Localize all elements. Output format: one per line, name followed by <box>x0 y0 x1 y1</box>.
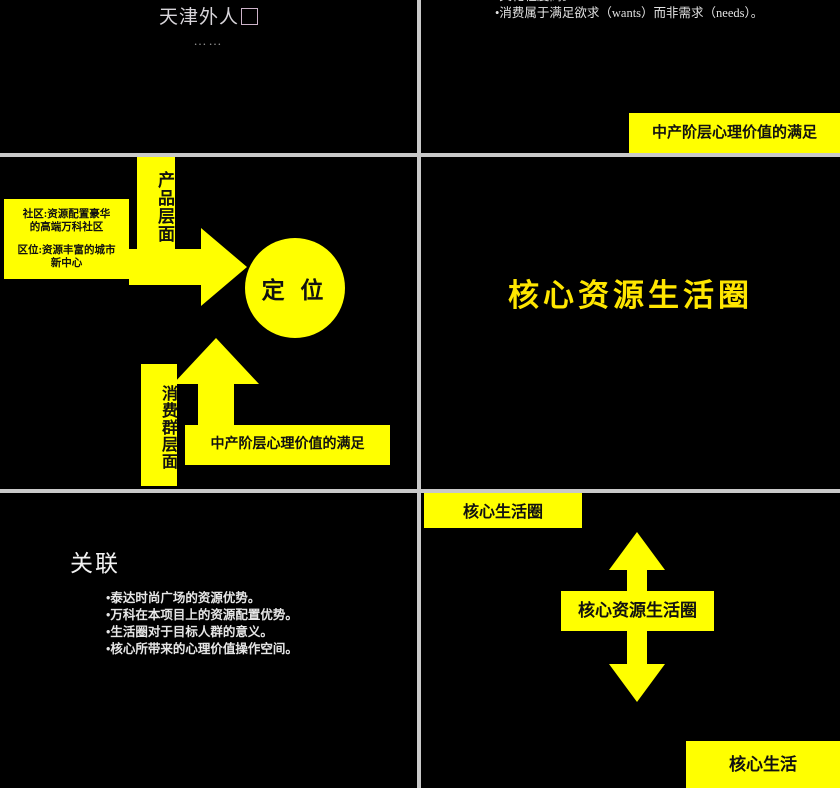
info-box-line-2: 的高端万科社区 <box>29 222 104 234</box>
bullet-list: •文化程度高。 •消费属于满足欲求（wants）而非需求（needs）。 <box>495 0 763 22</box>
right-arrow-icon <box>129 228 247 306</box>
slide-panel-bottom-right[interactable]: 核心生活圈 核心资源生活圈 核心生活 <box>421 493 840 788</box>
slide-panel-bottom-left[interactable]: 关联 •泰达时尚广场的资源优势。 •万科在本项目上的资源配置优势。 •生活圈对于… <box>0 493 417 788</box>
callout-box: 中产阶层心理价值的满足 <box>629 113 840 153</box>
core-life-box: 核心生活 <box>686 741 840 788</box>
consumer-layer-label: 消费群层面 <box>141 364 177 486</box>
info-box-line-4: 新中心 <box>50 257 83 269</box>
info-box-line-3: 区位:资源丰富的城市 <box>17 244 116 256</box>
middle-class-value-box: 中产阶层心理价值的满足 <box>185 425 390 465</box>
list-item: •消费属于满足欲求（wants）而非需求（needs）。 <box>495 6 764 20</box>
list-item: •泰达时尚广场的资源优势。 <box>106 591 261 605</box>
list-item: •万科在本项目上的资源配置优势。 <box>106 608 298 622</box>
core-resource-lifecircle-heading: 核心资源生活圈 <box>508 278 753 313</box>
slide-panel-middle-left[interactable]: 社区:资源配置豪华 的高端万科社区 区位:资源丰富的城市 新中心 产品层面 定 … <box>0 157 417 489</box>
slide-panel-top-right[interactable]: •文化程度高。 •消费属于满足欲求（wants）而非需求（needs）。 中产阶… <box>421 0 840 153</box>
core-life-box-label: 核心生活 <box>729 754 797 774</box>
missing-glyph-box-icon <box>241 8 258 25</box>
list-item: •生活圈对于目标人群的意义。 <box>106 625 273 639</box>
list-item: •文化程度高。 <box>495 0 763 5</box>
core-lifecircle-box: 核心生活圈 <box>424 493 582 528</box>
page-title: 天津外人 <box>0 2 417 29</box>
slide-panel-top-left[interactable]: 天津外人 …… <box>0 0 417 153</box>
info-box: 社区:资源配置豪华 的高端万科社区 区位:资源丰富的城市 新中心 <box>4 199 129 279</box>
positioning-circle: 定 位 <box>245 238 345 338</box>
bullet-list: •泰达时尚广场的资源优势。 •万科在本项目上的资源配置优势。 •生活圈对于目标人… <box>106 590 298 658</box>
product-layer-label: 产品层面 <box>137 157 175 255</box>
slide-panel-middle-right[interactable]: 核心资源生活圈 <box>421 157 840 489</box>
list-item: •核心所带来的心理价值操作空间。 <box>106 642 298 656</box>
core-resource-lifecircle-box: 核心资源生活圈 <box>561 591 714 631</box>
up-arrow-icon <box>173 338 259 442</box>
page-title-text: 天津外人 <box>158 7 239 28</box>
section-title: 关联 <box>70 551 120 577</box>
info-box-line-1: 社区:资源配置豪华 <box>22 209 111 221</box>
ellipsis-text: …… <box>193 33 224 48</box>
